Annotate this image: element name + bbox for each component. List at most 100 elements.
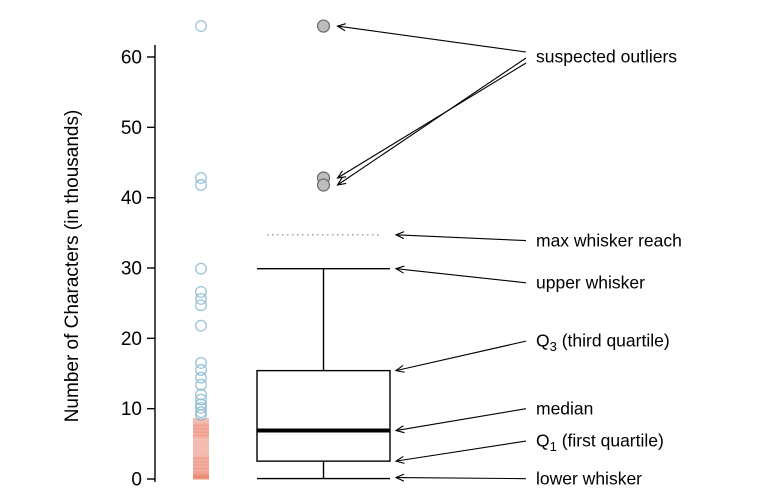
data-point-circle	[195, 20, 207, 33]
annotation-text: Q	[536, 330, 550, 351]
data-point-circle	[195, 406, 207, 419]
data-point-dash	[193, 469, 209, 472]
annotation-q1: Q1 (first quartile)	[536, 430, 664, 455]
annotation-arrow	[394, 231, 527, 242]
data-point-dash	[193, 462, 209, 465]
annotation-subscript: 1	[549, 439, 557, 455]
y-axis-title: Number of Characters (in thousands)	[62, 109, 83, 423]
annotation-text: suspected outliers	[536, 46, 678, 67]
annotation-suspected-outliers: suspected outliers	[536, 47, 677, 68]
data-point-dash	[193, 466, 209, 469]
data-point-circle	[195, 409, 207, 421]
data-point-dash	[193, 444, 209, 448]
annotation-text: (third quartile)	[556, 330, 670, 351]
annotation-arrow	[336, 57, 527, 186]
data-point-circle	[195, 319, 207, 332]
iqr-box	[256, 369, 391, 462]
annotation-median: median	[536, 398, 593, 419]
data-point-dash	[193, 473, 209, 476]
data-point-dash	[193, 433, 209, 436]
annotation-text: (first quartile)	[556, 430, 664, 451]
annotation-arrow	[394, 265, 527, 284]
y-axis-tick-label: 0	[131, 470, 142, 491]
data-point-circle	[195, 393, 207, 406]
annotation-text: lower whisker	[536, 468, 642, 489]
annotation-text: Q	[536, 430, 550, 451]
y-axis-tick-label: 50	[121, 118, 142, 139]
data-point-circle	[195, 378, 207, 391]
data-point-dash	[193, 434, 209, 438]
annotation-text: median	[536, 398, 594, 419]
data-point-dash	[193, 425, 209, 428]
y-axis-tick-label: 30	[121, 259, 142, 280]
annotation-q3: Q3 (third quartile)	[536, 330, 670, 355]
data-point-dash	[193, 448, 209, 452]
data-point-dash	[193, 453, 209, 456]
data-point-dash	[193, 477, 209, 480]
data-point-circle	[195, 172, 207, 184]
data-point-dash	[193, 476, 209, 480]
annotation-text: max whisker reach	[536, 230, 682, 251]
annotation-text: upper whisker	[536, 272, 645, 293]
data-point-dash	[193, 432, 209, 435]
data-point-circle	[195, 388, 207, 401]
data-point-dash	[193, 423, 209, 427]
data-point-dash	[193, 440, 209, 443]
annotation-arrow	[394, 473, 527, 482]
data-point-circle	[195, 357, 207, 369]
annotation-arrows	[336, 23, 527, 482]
annotation-lower-whisker: lower whisker	[536, 468, 642, 489]
data-point-dash	[193, 426, 209, 429]
y-axis-tick-label: 60	[121, 48, 142, 69]
data-point-circle	[195, 292, 207, 305]
outlier-point	[316, 178, 331, 192]
data-point-dash	[193, 470, 209, 474]
data-point-dash	[193, 430, 209, 434]
outlier-points	[316, 19, 331, 192]
y-axis-tick-label: 10	[121, 399, 142, 420]
data-point-dash	[193, 474, 209, 477]
data-point-dash	[193, 465, 209, 468]
data-point-circle	[195, 402, 207, 414]
data-point-dash	[193, 475, 209, 479]
y-axis-tick-label: 40	[121, 188, 142, 209]
data-point-circle	[195, 364, 207, 376]
data-point-circle	[195, 262, 207, 275]
data-point-circle	[195, 299, 207, 312]
annotation-arrow	[394, 440, 527, 464]
data-point-dash	[193, 442, 209, 446]
data-point-dash	[193, 438, 209, 441]
annotation-arrow	[394, 340, 527, 373]
annotation-arrow	[336, 62, 527, 179]
data-point-dash	[193, 475, 209, 478]
data-point-dash	[193, 427, 209, 431]
data-point-dash	[193, 472, 209, 475]
y-axis: 0 10 20 30 40 50 60	[121, 45, 156, 491]
data-point-dash	[193, 463, 209, 467]
annotation-arrow	[336, 23, 527, 53]
data-point-circle	[195, 371, 207, 384]
data-point-dash	[193, 458, 209, 461]
outlier-point	[316, 19, 331, 33]
data-point-dash	[193, 436, 209, 439]
data-point-circle	[195, 285, 207, 298]
data-point-dash	[193, 446, 209, 450]
data-strip	[193, 20, 209, 480]
data-point-dash	[193, 429, 209, 432]
annotation-subscript: 3	[549, 339, 557, 355]
data-point-dash	[193, 460, 209, 464]
annotation-max-whisker-reach: max whisker reach	[536, 230, 682, 251]
data-point-dash	[193, 420, 209, 423]
y-axis-tick-label: 20	[121, 329, 142, 350]
data-point-dash	[193, 459, 209, 462]
data-point-dash	[193, 455, 209, 458]
annotation-arrow	[394, 408, 527, 434]
data-point-dash	[193, 422, 209, 425]
data-point-dash	[193, 456, 209, 460]
annotation-upper-whisker: upper whisker	[536, 272, 645, 293]
data-point-dash	[193, 418, 209, 421]
data-point-circle	[195, 179, 207, 191]
data-point-dash	[193, 467, 209, 471]
